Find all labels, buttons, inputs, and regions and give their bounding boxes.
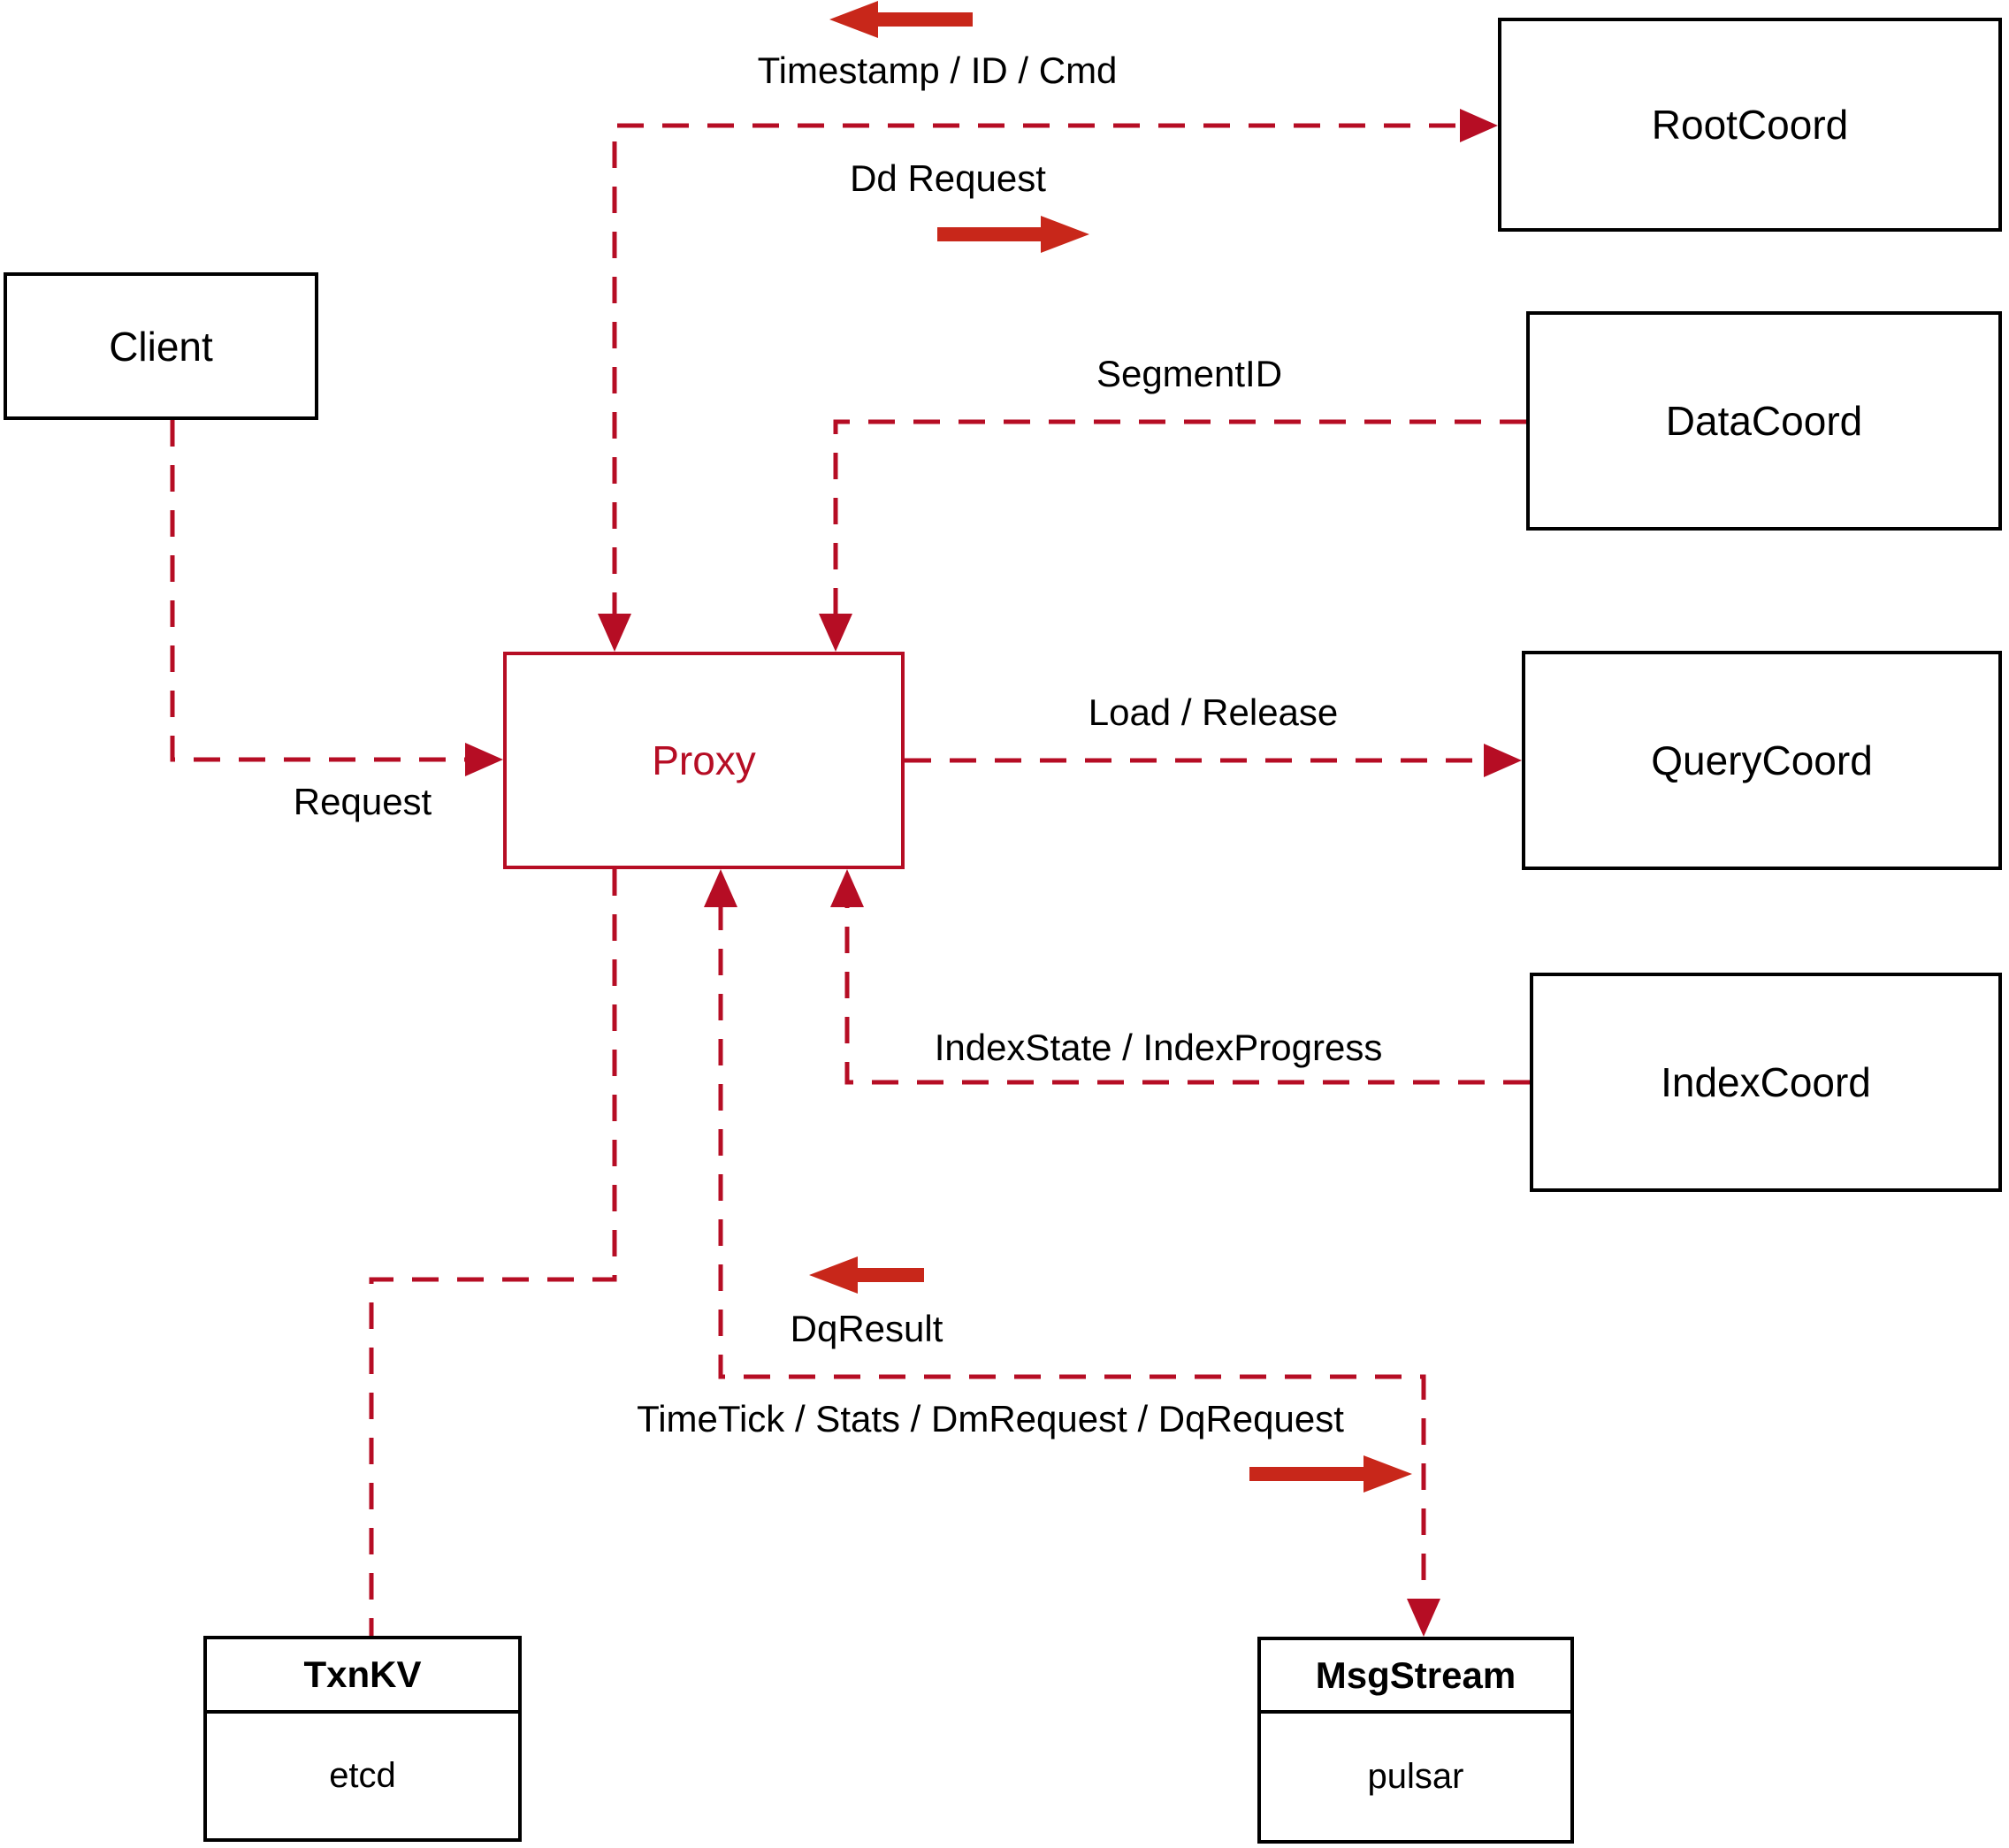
querycoord-node: QueryCoord [1522, 651, 2002, 870]
msgstream-title: MsgStream [1261, 1640, 1570, 1714]
txnkv-impl: etcd [329, 1756, 396, 1795]
edge-label-dd-request: Dd Request [850, 157, 1046, 199]
edge-label-timetick-stats: TimeTick / Stats / DmRequest / DqRequest [637, 1398, 1344, 1439]
edge-datacoord-proxy [833, 419, 1526, 617]
edge-label-load-release: Load / Release [1088, 691, 1339, 733]
edge-proxy-rootcoord [612, 123, 1463, 619]
edge-label-dq-result: DqResult [790, 1308, 943, 1349]
indexcoord-node: IndexCoord [1530, 973, 2002, 1192]
arrowhead-into-rootcoord [1460, 109, 1498, 142]
direction-arrow-right-timetick [1249, 1455, 1412, 1493]
edge-proxy-msgstream [718, 904, 1426, 1602]
arrowhead-into-proxy-bottom-mid [704, 869, 737, 907]
edge-proxy-txnkv [369, 869, 617, 1636]
datacoord-node: DataCoord [1526, 311, 2002, 531]
arrowhead-into-msgstream [1407, 1599, 1440, 1637]
direction-arrow-left-timestamp [829, 1, 973, 38]
arrowhead-into-proxy-bottom-right [830, 869, 864, 907]
txnkv-title: TxnKV [207, 1639, 518, 1714]
direction-arrow-left-dq-result [809, 1256, 924, 1294]
edge-label-segment-id: SegmentID [1096, 353, 1283, 394]
rootcoord-node: RootCoord [1498, 18, 2002, 232]
msgstream-impl: pulsar [1367, 1757, 1464, 1796]
arrowhead-into-proxy-top-right [819, 614, 852, 652]
direction-arrow-right-dd-request [937, 216, 1089, 253]
edge-indexcoord-proxy [844, 904, 1530, 1085]
arrowhead-into-querycoord [1484, 744, 1522, 777]
client-node: Client [4, 272, 318, 420]
txnkv-node: TxnKV etcd [203, 1636, 522, 1842]
edge-client-proxy [170, 420, 469, 762]
arrowhead-into-proxy-left [465, 743, 503, 776]
edge-label-request: Request [293, 781, 432, 822]
proxy-node: Proxy [503, 652, 905, 869]
msgstream-node: MsgStream pulsar [1257, 1637, 1574, 1844]
edge-label-timestamp-id-cmd: Timestamp / ID / Cmd [757, 50, 1118, 91]
arrowhead-into-proxy-top-left [598, 614, 631, 652]
edge-label-index-state-progress: IndexState / IndexProgress [934, 1027, 1383, 1068]
